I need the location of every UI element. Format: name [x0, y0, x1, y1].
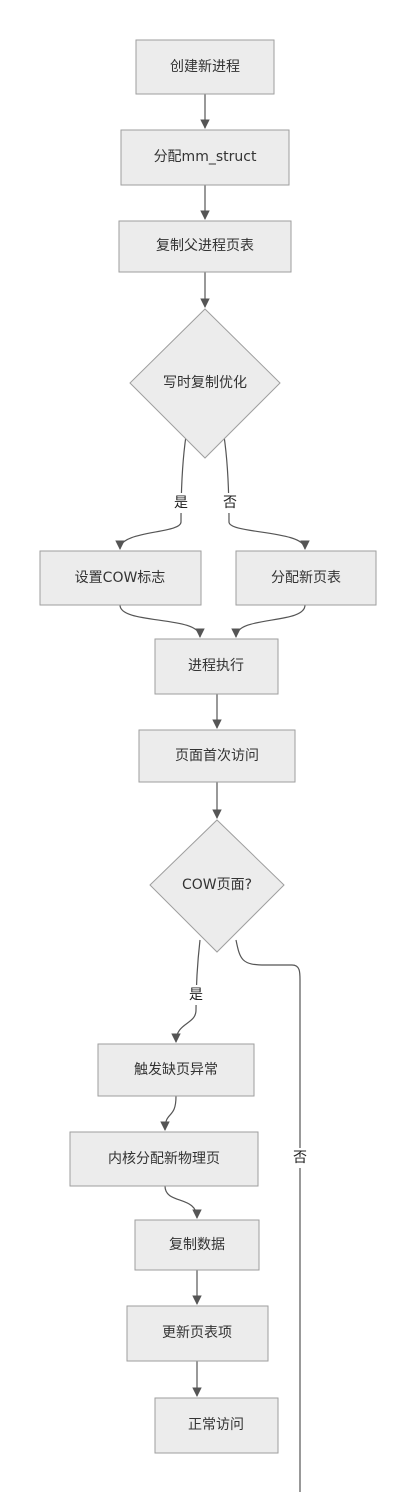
edge-label-no-1: 否	[223, 495, 237, 511]
edge-kernel-to-copy	[164, 1185, 202, 1219]
edges	[115, 94, 310, 1492]
edge-label-yes-1: 是	[174, 495, 188, 511]
node-update-pte: 更新页表项	[126, 1305, 269, 1362]
edge-fault-to-kernel	[160, 1095, 177, 1131]
node-process-exec: 进程执行	[154, 638, 279, 695]
node-normal-access: 正常访问	[154, 1397, 279, 1454]
node-kernel-alloc: 内核分配新物理页	[69, 1131, 259, 1187]
node-first-access: 页面首次访问	[138, 729, 296, 783]
edge-alloc-pt-to-exec	[231, 604, 306, 638]
node-create-process-label: 创建新进程	[170, 59, 240, 75]
node-page-fault-label: 触发缺页异常	[134, 1062, 218, 1078]
node-alloc-mm-struct: 分配mm_struct	[120, 129, 290, 186]
node-is-cow-page-label: COW页面?	[182, 877, 252, 893]
node-set-cow-flag-label: 设置COW标志	[75, 570, 166, 586]
edge-cow-opt-no	[223, 435, 310, 550]
edge-set-cow-to-exec	[119, 604, 205, 638]
node-copy-parent-pt: 复制父进程页表	[118, 220, 292, 273]
edge-cow-check-yes	[171, 939, 201, 1043]
node-normal-access-label: 正常访问	[188, 1417, 244, 1433]
node-is-cow-page: COW页面?	[149, 819, 285, 953]
node-copy-data-label: 复制数据	[169, 1236, 225, 1253]
node-update-pte-label: 更新页表项	[162, 1325, 232, 1341]
node-first-access-label: 页面首次访问	[175, 748, 259, 764]
nodes: 创建新进程 分配mm_struct 复制父进程页表 写时复制优化 设置COW标志…	[39, 39, 377, 1454]
edge-labels: 是 否 是 否	[170, 493, 311, 1168]
node-page-fault: 触发缺页异常	[97, 1043, 255, 1097]
node-cow-opt-label: 写时复制优化	[163, 374, 247, 391]
edge-cow-opt-yes	[115, 435, 187, 550]
node-process-exec-label: 进程执行	[188, 658, 244, 674]
edge-label-no-2: 否	[293, 1150, 307, 1166]
node-alloc-new-pt: 分配新页表	[235, 550, 377, 606]
edge-label-yes-2: 是	[189, 987, 203, 1003]
node-set-cow-flag: 设置COW标志	[39, 550, 202, 606]
node-create-process: 创建新进程	[135, 39, 275, 95]
node-kernel-alloc-label: 内核分配新物理页	[108, 1151, 220, 1167]
node-cow-opt: 写时复制优化	[129, 308, 281, 459]
node-alloc-new-pt-label: 分配新页表	[271, 570, 341, 586]
node-alloc-mm-struct-label: 分配mm_struct	[154, 149, 257, 165]
node-copy-data: 复制数据	[134, 1219, 260, 1271]
edge-cow-check-no	[235, 939, 301, 1492]
node-copy-parent-pt-label: 复制父进程页表	[156, 237, 254, 254]
